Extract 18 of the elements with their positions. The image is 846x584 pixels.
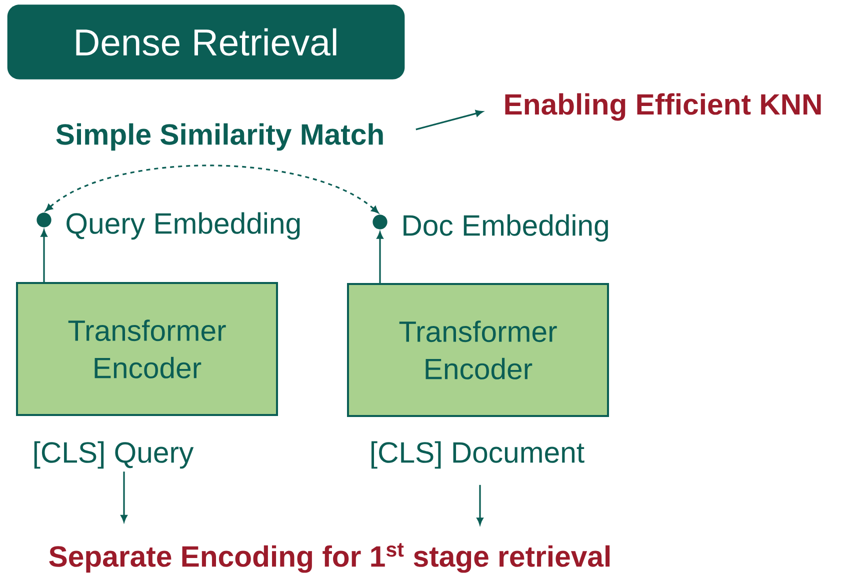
encoder-box: Transformer Encoder <box>347 283 609 417</box>
arrow <box>376 232 384 283</box>
arrow <box>40 230 48 282</box>
input-label: [CLS] Document <box>372 441 584 469</box>
highlight-text: Separate Encoding for 1$^{st}$ stage retrieval <box>49 543 610 573</box>
embedding-dot <box>36 212 52 228</box>
embedding-label: Query Embedding <box>66 212 300 240</box>
heading-text: Simple Similarity Match <box>56 123 383 151</box>
arrow <box>476 484 484 525</box>
input-label: [CLS] Query <box>34 441 194 469</box>
highlight-text: Enabling Efficient KNN <box>505 93 821 121</box>
title-banner: Dense Retrieval <box>7 4 405 80</box>
embedding-dot <box>372 214 388 230</box>
arrow <box>120 472 128 522</box>
encoder-box: Transformer Encoder <box>16 282 278 416</box>
embedding-label: Doc Embedding <box>404 214 608 242</box>
arrow <box>416 110 483 130</box>
arrow <box>45 164 379 214</box>
